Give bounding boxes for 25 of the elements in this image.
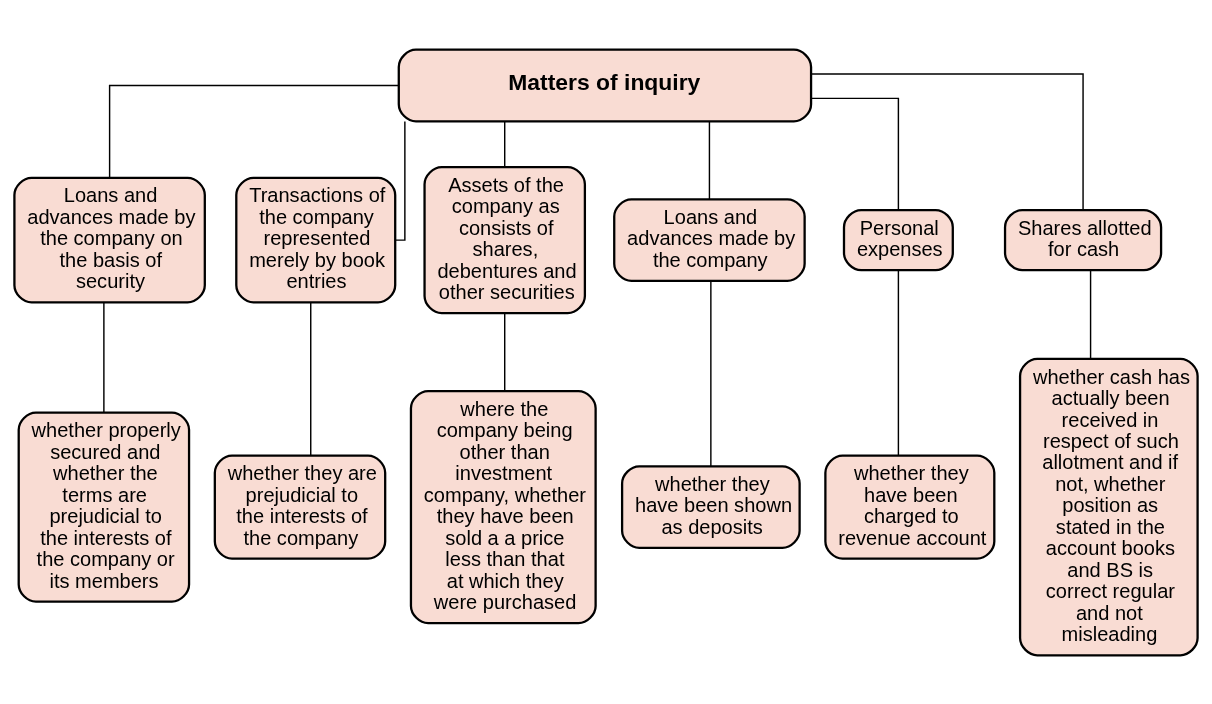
node-box: whether they have been shown as deposits: [620, 464, 801, 549]
connector: [504, 312, 506, 392]
connector: [710, 280, 712, 467]
node-box: Shares allotted for cash: [1003, 208, 1163, 271]
connector: [108, 84, 400, 178]
connector: [103, 301, 105, 413]
connector: [810, 97, 900, 210]
connector: [1089, 269, 1092, 359]
connector: [810, 72, 1084, 211]
connector: [504, 120, 506, 167]
node-box: Assets of the company as consists of shares, debentures and other securities: [423, 165, 587, 314]
node-box: whether cash has actually been received in respect of such allotment and if not, whether position as stated in the account books and BS is correct regular and not misleading: [1018, 357, 1199, 656]
node-box: Loans and advances made by the company on the basis of security: [13, 176, 206, 304]
connector: [708, 120, 711, 200]
node-box: Matters of inquiry: [397, 48, 813, 122]
node-box: whether they have been charged to revenue account: [824, 453, 996, 560]
node-box: Transactions of the company represented merely by book entries: [235, 176, 397, 304]
connector: [394, 120, 406, 241]
node-box: Loans and advances made by the company: [613, 197, 806, 282]
node-box: whether properly secured and whether the terms are prejudicial to the interests of the company or its members: [17, 411, 191, 603]
node-box: Personal expenses: [842, 208, 954, 271]
node-box: whether they are prejudicial to the interests of the company: [213, 453, 387, 560]
connector: [897, 269, 900, 456]
node-box: where the company being other than investment company, whether they have been sold a a price less than that at which they were purchased: [409, 389, 597, 624]
connector: [310, 301, 312, 456]
